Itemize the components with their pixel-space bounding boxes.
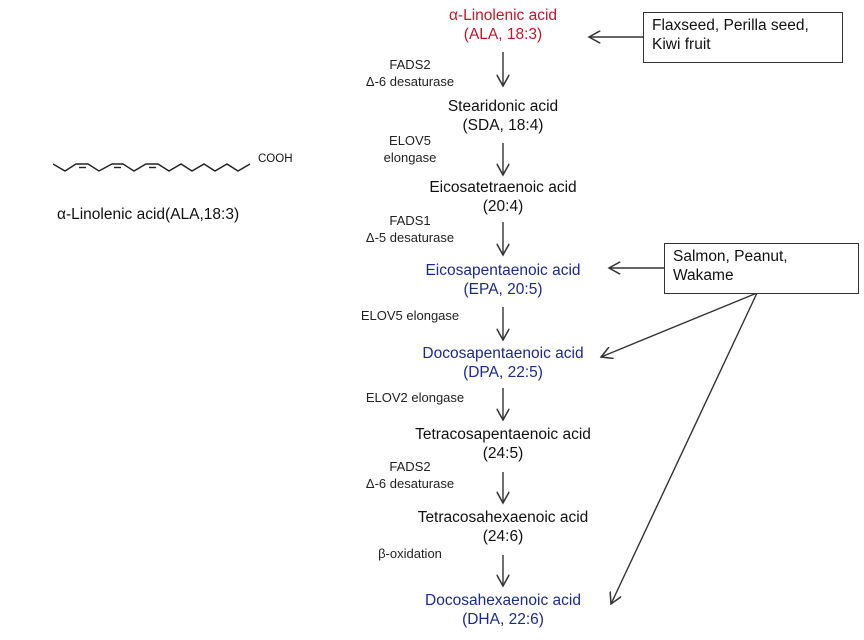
source-box-ala: Flaxseed, Perilla seed, Kiwi fruit <box>643 12 843 63</box>
enzyme-label-7-line1: β-oxidation <box>378 546 442 561</box>
source-box-2-line2: Wakame <box>673 267 734 284</box>
node-tha-name: Tetracosahexaenoic acid <box>417 509 589 526</box>
node-epa: Eicosapentaenoic acid (EPA, 20:5) <box>393 261 613 299</box>
arrow-source2-to-dpa <box>601 292 758 357</box>
enzyme-label-6-line2: Δ-6 desaturase <box>365 476 455 491</box>
node-dha: Docosahexaenoic acid (DHA, 22:6) <box>393 591 613 629</box>
enzyme-label-7: β-oxidation <box>350 545 470 562</box>
ala-skeletal-structure <box>52 163 251 172</box>
source-box-ala-line2: Kiwi fruit <box>652 36 711 53</box>
enzyme-label-5-line1: ELOV2 elongase <box>365 390 465 405</box>
node-eta: Eicosatetraenoic acid (20:4) <box>393 178 613 216</box>
node-eta-name: Eicosatetraenoic acid <box>429 179 577 196</box>
enzyme-label-1: FADS2 Δ-6 desaturase <box>350 56 470 90</box>
enzyme-label-4-line1: ELOV5 elongase <box>360 308 460 323</box>
enzyme-label-5: ELOV2 elongase <box>345 389 485 406</box>
structure-caption: α-Linolenic acid(ALA,18:3) <box>57 206 240 223</box>
node-dpa-abbr: (DPA, 22:5) <box>463 364 543 381</box>
enzyme-label-1-line2: Δ-6 desaturase <box>365 74 455 89</box>
node-ala-abbr: (ALA, 18:3) <box>463 26 543 43</box>
node-tpa-name: Tetracosapentaenoic acid <box>415 426 591 443</box>
node-ala: α-Linolenic acid (ALA, 18:3) <box>403 6 603 44</box>
source-box-epa-dpa-dha: Salmon, Peanut, Wakame <box>664 243 859 294</box>
enzyme-label-2: ELOV5 elongase <box>350 132 470 166</box>
enzyme-label-3-line2: Δ-5 desaturase <box>365 230 455 245</box>
carbon-chain <box>52 163 251 172</box>
node-epa-abbr: (EPA, 20:5) <box>463 281 543 298</box>
node-dpa: Docosapentaenoic acid (DPA, 22:5) <box>393 344 613 382</box>
enzyme-label-3-line1: FADS1 <box>389 213 431 228</box>
node-epa-name: Eicosapentaenoic acid <box>425 262 581 279</box>
cooh-group-label: COOH <box>258 153 293 165</box>
enzyme-label-2-line1: ELOV5 <box>389 133 431 148</box>
arrow-source2-to-dha <box>611 292 758 604</box>
enzyme-label-6: FADS2 Δ-6 desaturase <box>350 458 470 492</box>
enzyme-label-4: ELOV5 elongase <box>340 307 480 324</box>
node-eta-abbr: (20:4) <box>482 198 524 215</box>
enzyme-label-6-line1: FADS2 <box>389 459 431 474</box>
node-tha: Tetracosahexaenoic acid (24:6) <box>383 508 623 546</box>
source-box-2-line1: Salmon, Peanut, <box>673 248 788 265</box>
node-sda-name: Stearidonic acid <box>447 98 559 115</box>
node-tpa: Tetracosapentaenoic acid (24:5) <box>383 425 623 463</box>
node-sda-abbr: (SDA, 18:4) <box>462 117 544 134</box>
node-sda: Stearidonic acid (SDA, 18:4) <box>403 97 603 135</box>
node-tpa-abbr: (24:5) <box>482 445 524 462</box>
enzyme-label-1-line1: FADS2 <box>389 57 431 72</box>
node-dha-abbr: (DHA, 22:6) <box>462 611 544 628</box>
source-box-ala-line1: Flaxseed, Perilla seed, <box>652 17 809 34</box>
enzyme-label-3: FADS1 Δ-5 desaturase <box>350 212 470 246</box>
node-dha-name: Docosahexaenoic acid <box>425 592 581 609</box>
node-ala-name: α-Linolenic acid <box>448 7 558 24</box>
node-tha-abbr: (24:6) <box>482 528 524 545</box>
node-dpa-name: Docosapentaenoic acid <box>422 345 584 362</box>
enzyme-label-2-line2: elongase <box>383 150 437 165</box>
